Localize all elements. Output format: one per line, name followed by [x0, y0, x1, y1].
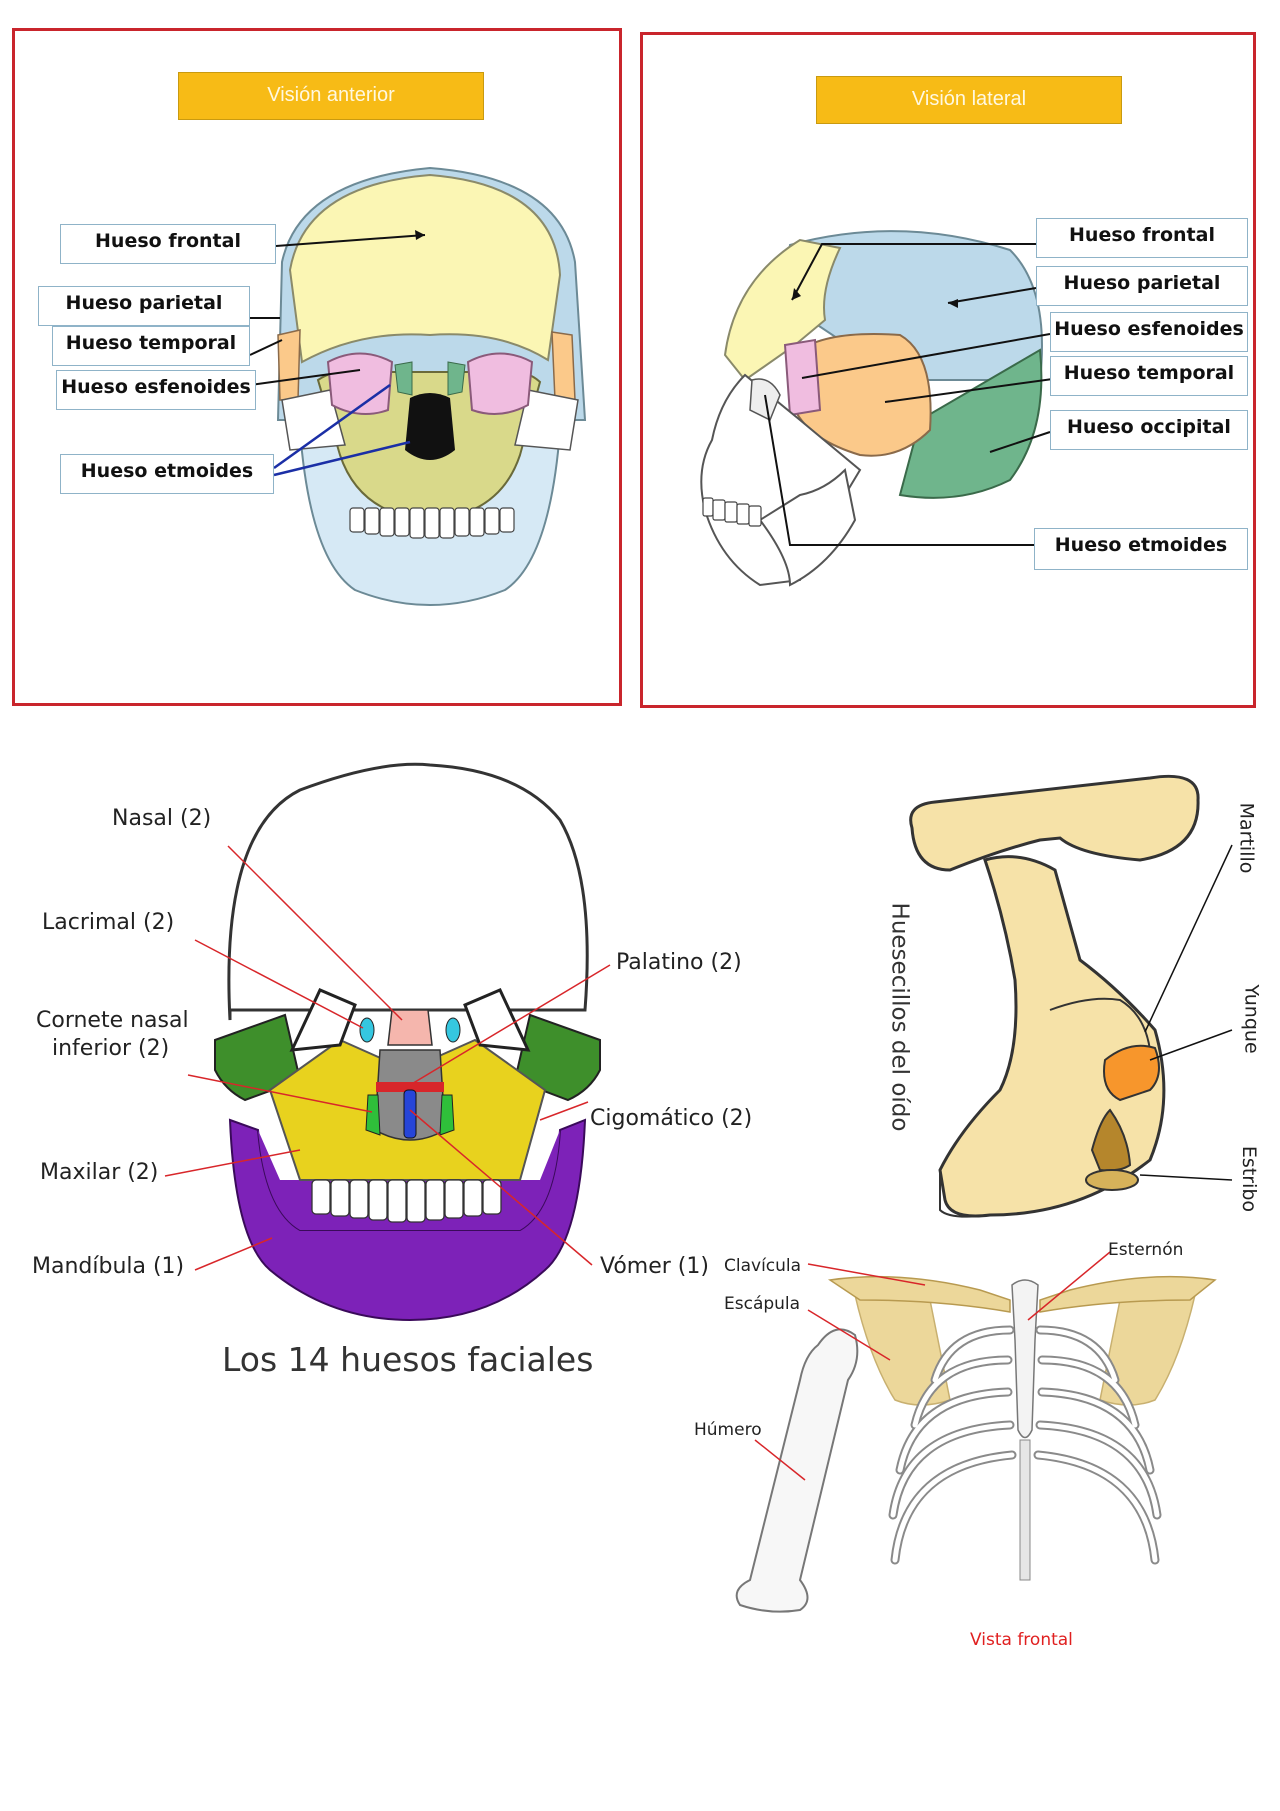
lateral-label-temporal: Hueso temporal — [1050, 356, 1248, 396]
facial-label-concha-line2: inferior (2) — [52, 1036, 170, 1061]
anterior-label-ethmoid: Hueso etmoides — [60, 454, 274, 494]
facial-label-maxilla: Maxilar (2) — [40, 1160, 159, 1185]
facial-label-zygomatic: Cigomático (2) — [590, 1106, 753, 1131]
torso-caption: Vista frontal — [970, 1630, 1073, 1650]
anterior-label-temporal: Hueso temporal — [52, 326, 250, 366]
facial-label-lacrimal: Lacrimal (2) — [42, 910, 175, 935]
anterior-label-frontal: Hueso frontal — [60, 224, 276, 264]
facial-label-vomer: Vómer (1) — [600, 1254, 709, 1279]
facial-label-mandible: Mandíbula (1) — [32, 1254, 185, 1279]
lateral-view-title: Visión lateral — [816, 76, 1122, 124]
anterior-label-sphenoid: Hueso esfenoides — [56, 370, 256, 410]
torso-label-clavicle: Clavícula — [724, 1256, 802, 1276]
facial-label-palatine: Palatino (2) — [616, 950, 742, 975]
lateral-label-parietal: Hueso parietal — [1036, 266, 1248, 306]
anterior-label-parietal: Hueso parietal — [38, 286, 250, 326]
lateral-label-ethmoid: Hueso etmoides — [1034, 528, 1248, 570]
facial-label-concha-line1: Cornete nasal — [36, 1008, 189, 1033]
lateral-label-occipital: Hueso occipital — [1050, 410, 1248, 450]
facial-caption: Los 14 huesos faciales — [222, 1340, 594, 1379]
torso-label-humerus: Húmero — [694, 1420, 762, 1440]
torso-label-sternum: Esternón — [1108, 1240, 1184, 1260]
anterior-view-title: Visión anterior — [178, 72, 484, 120]
lateral-label-frontal: Hueso frontal — [1036, 218, 1248, 258]
torso-label-scapula: Escápula — [724, 1294, 801, 1314]
facial-label-nasal: Nasal (2) — [112, 806, 212, 831]
lateral-label-sphenoid: Hueso esfenoides — [1050, 312, 1248, 352]
